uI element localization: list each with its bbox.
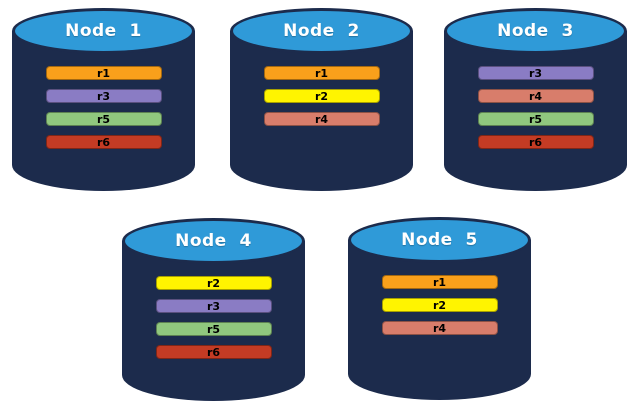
replica-list: r3 r4 r5 r6: [477, 66, 594, 149]
replica-bar-r6: r6: [45, 135, 162, 149]
replica-list: r1 r2 r4: [381, 275, 498, 335]
node-1-cylinder: Node 1 r1 r3 r5 r6: [12, 8, 195, 191]
replica-bar-r4: r4: [477, 89, 594, 103]
replica-bar-r2: r2: [263, 89, 380, 103]
cylinder-top: Node 5: [348, 217, 531, 263]
replica-bar-r6: r6: [155, 345, 272, 359]
cylinder-top: Node 3: [444, 8, 627, 54]
replica-bar-r1: r1: [45, 66, 162, 80]
replica-list: r2 r3 r5 r6: [155, 276, 272, 359]
replica-bar-r5: r5: [155, 322, 272, 336]
replica-bar-r4: r4: [263, 112, 380, 126]
cylinder-body: [12, 31, 195, 191]
replica-list: r1 r3 r5 r6: [45, 66, 162, 149]
node-title: Node 4: [175, 231, 252, 251]
replica-bar-r3: r3: [45, 89, 162, 103]
node-4-cylinder: Node 4 r2 r3 r5 r6: [122, 218, 305, 401]
node-5-cylinder: Node 5 r1 r2 r4: [348, 217, 531, 400]
replica-list: r1 r2 r4: [263, 66, 380, 126]
node-title: Node 3: [497, 21, 574, 41]
cylinder-body: [444, 31, 627, 191]
node-2-cylinder: Node 2 r1 r2 r4: [230, 8, 413, 191]
replica-bar-r5: r5: [477, 112, 594, 126]
cylinder-body: [348, 240, 531, 400]
replica-bar-r4: r4: [381, 321, 498, 335]
node-title: Node 1: [65, 21, 142, 41]
cylinder-top: Node 1: [12, 8, 195, 54]
replica-bar-r1: r1: [381, 275, 498, 289]
replica-bar-r5: r5: [45, 112, 162, 126]
cylinder-body: [230, 31, 413, 191]
replica-bar-r1: r1: [263, 66, 380, 80]
replica-bar-r6: r6: [477, 135, 594, 149]
node-title: Node 5: [401, 230, 478, 250]
cylinder-body: [122, 241, 305, 401]
node-title: Node 2: [283, 21, 360, 41]
cylinder-top: Node 4: [122, 218, 305, 264]
node-3-cylinder: Node 3 r3 r4 r5 r6: [444, 8, 627, 191]
replica-bar-r2: r2: [155, 276, 272, 290]
replica-bar-r3: r3: [477, 66, 594, 80]
cylinder-top: Node 2: [230, 8, 413, 54]
replica-bar-r3: r3: [155, 299, 272, 313]
replica-bar-r2: r2: [381, 298, 498, 312]
